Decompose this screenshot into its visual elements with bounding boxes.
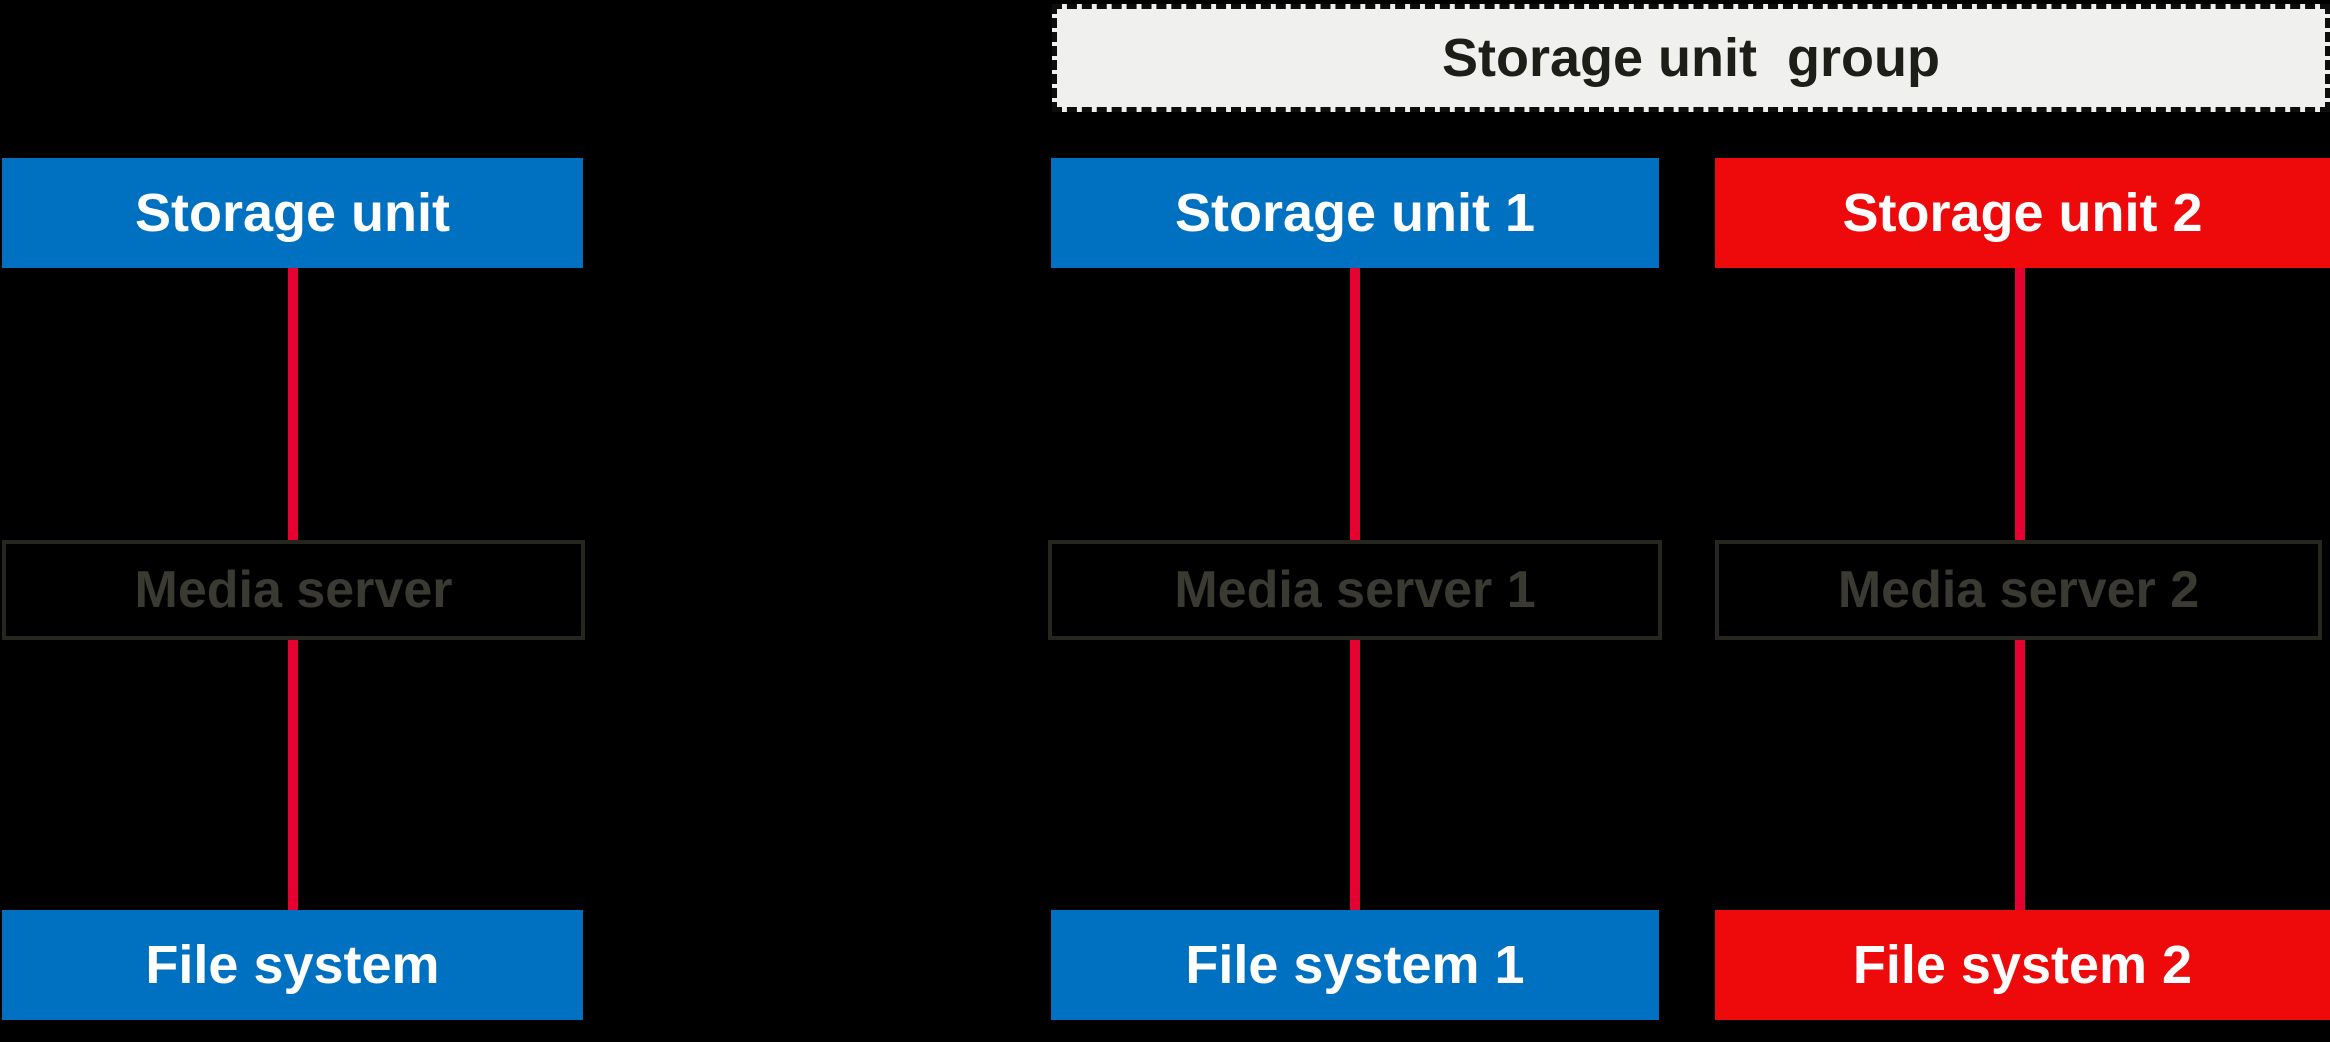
connector-storage-unit-2-to-media-server-2 [2015, 268, 2025, 540]
file-system-box: File system [2, 910, 583, 1020]
storage-unit-1-box: Storage unit 1 [1051, 158, 1659, 268]
storage-unit-group-header: Storage unit group [1052, 4, 2330, 112]
storage-unit-box: Storage unit [2, 158, 583, 268]
file-system-2-box: File system 2 [1715, 910, 2330, 1020]
media-server-box: Media server [2, 540, 585, 640]
connector-media-server-2-to-file-system-2 [2015, 640, 2025, 910]
connector-storage-unit-to-media-server [288, 268, 298, 540]
connector-media-server-1-to-file-system-1 [1350, 640, 1360, 910]
storage-unit-2-box: Storage unit 2 [1715, 158, 2330, 268]
connector-media-server-to-file-system [288, 640, 298, 910]
media-server-2-box: Media server 2 [1715, 540, 2322, 640]
connector-storage-unit-1-to-media-server-1 [1350, 268, 1360, 540]
file-system-1-box: File system 1 [1051, 910, 1659, 1020]
media-server-1-box: Media server 1 [1048, 540, 1662, 640]
